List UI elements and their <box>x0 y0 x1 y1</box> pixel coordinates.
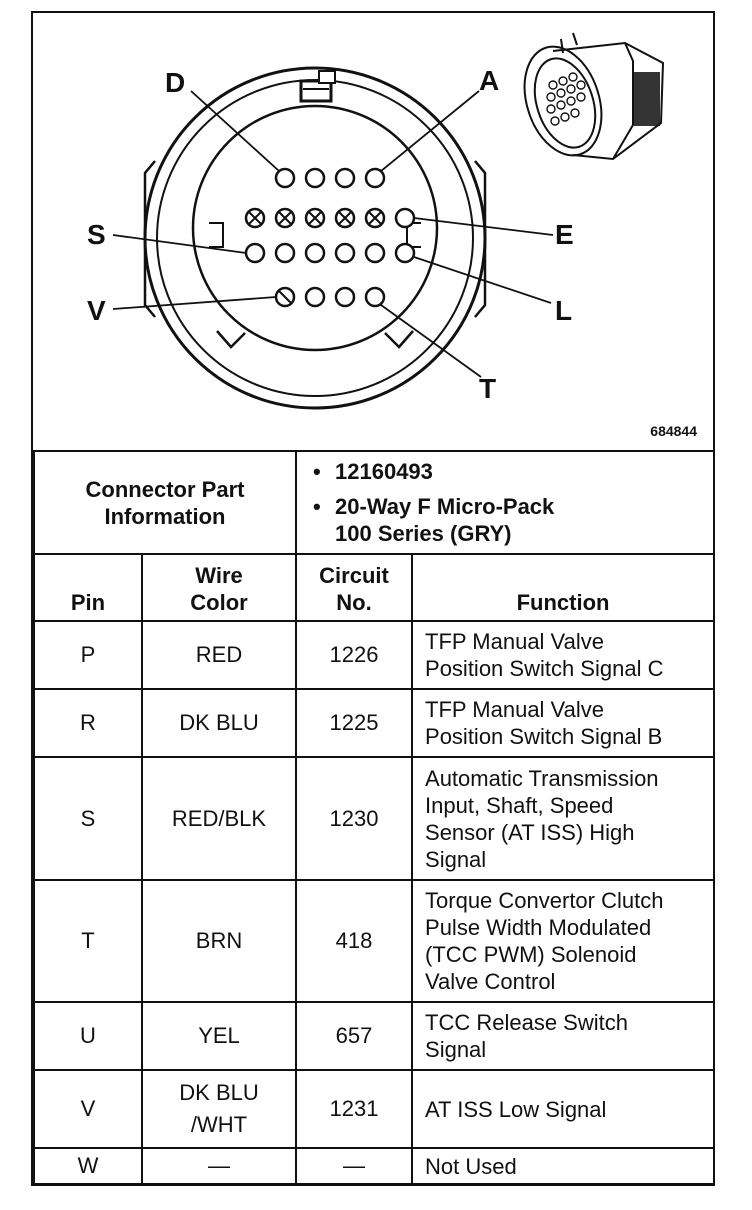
pin-cell: W <box>33 1147 143 1185</box>
table-row: W — — Not Used <box>33 1147 716 1185</box>
wire-color-cell: DK BLU <box>140 688 298 758</box>
wire-color-cell: RED <box>140 620 298 690</box>
circuit-cell: 1225 <box>295 688 414 758</box>
header-function: Function <box>411 553 716 622</box>
pin-cell: S <box>33 756 143 881</box>
pin-label-s: S <box>87 219 106 250</box>
circuit-cell: 1226 <box>295 620 414 690</box>
function-cell: AT ISS Low Signal <box>411 1069 716 1149</box>
circuit-cell: 657 <box>295 1001 414 1071</box>
pin-label-e: E <box>555 219 574 250</box>
circuit-cell: — <box>295 1147 414 1185</box>
connector-part-details: 12160493 20-Way F Micro-Pack 100 Series … <box>295 450 716 555</box>
pin-cell: U <box>33 1001 143 1071</box>
connector-part-info-label: Connector Part Information <box>32 450 298 555</box>
connector-description-2: 100 Series (GRY) <box>335 521 512 546</box>
connector-sheet: D A S E V L T 684844 Connector Part Info… <box>31 11 716 1186</box>
pin-label-d: D <box>165 67 186 98</box>
function-cell: Not Used <box>411 1147 716 1185</box>
connector-info-row: Connector Part Information 12160493 20-W… <box>32 450 716 555</box>
pin-label-a: A <box>479 65 500 96</box>
part-number: 12160493 <box>313 458 713 485</box>
pin-label-t: T <box>479 373 497 404</box>
connector-end-view-diagram: D A S E V L T 684844 <box>33 13 713 450</box>
wire-color-cell: DK BLU/WHT <box>140 1069 298 1149</box>
connector-description-1: 20-Way F Micro-Pack <box>313 493 713 520</box>
circuit-cell: 1231 <box>295 1069 414 1149</box>
circuit-cell: 418 <box>295 879 414 1003</box>
header-pin: Pin <box>33 553 143 622</box>
wire-color-cell: — <box>140 1147 298 1185</box>
table-row: V DK BLU/WHT 1231 AT ISS Low Signal <box>33 1069 716 1149</box>
pin-cell: R <box>33 688 143 758</box>
pin-cell: T <box>33 879 143 1003</box>
figure-number: 684844 <box>650 423 697 439</box>
wire-color-cell: BRN <box>140 879 298 1003</box>
pinout-table: Connector Part Information 12160493 20-W… <box>32 450 716 1185</box>
circuit-cell: 1230 <box>295 756 414 881</box>
pin-cell: P <box>33 620 143 690</box>
wire-color-cell: YEL <box>140 1001 298 1071</box>
wire-color-cell: RED/BLK <box>140 756 298 881</box>
pin-label-l: L <box>555 295 573 326</box>
pin-cell: V <box>33 1069 143 1149</box>
pin-label-v: V <box>87 295 106 326</box>
connector-drawing <box>112 32 665 410</box>
